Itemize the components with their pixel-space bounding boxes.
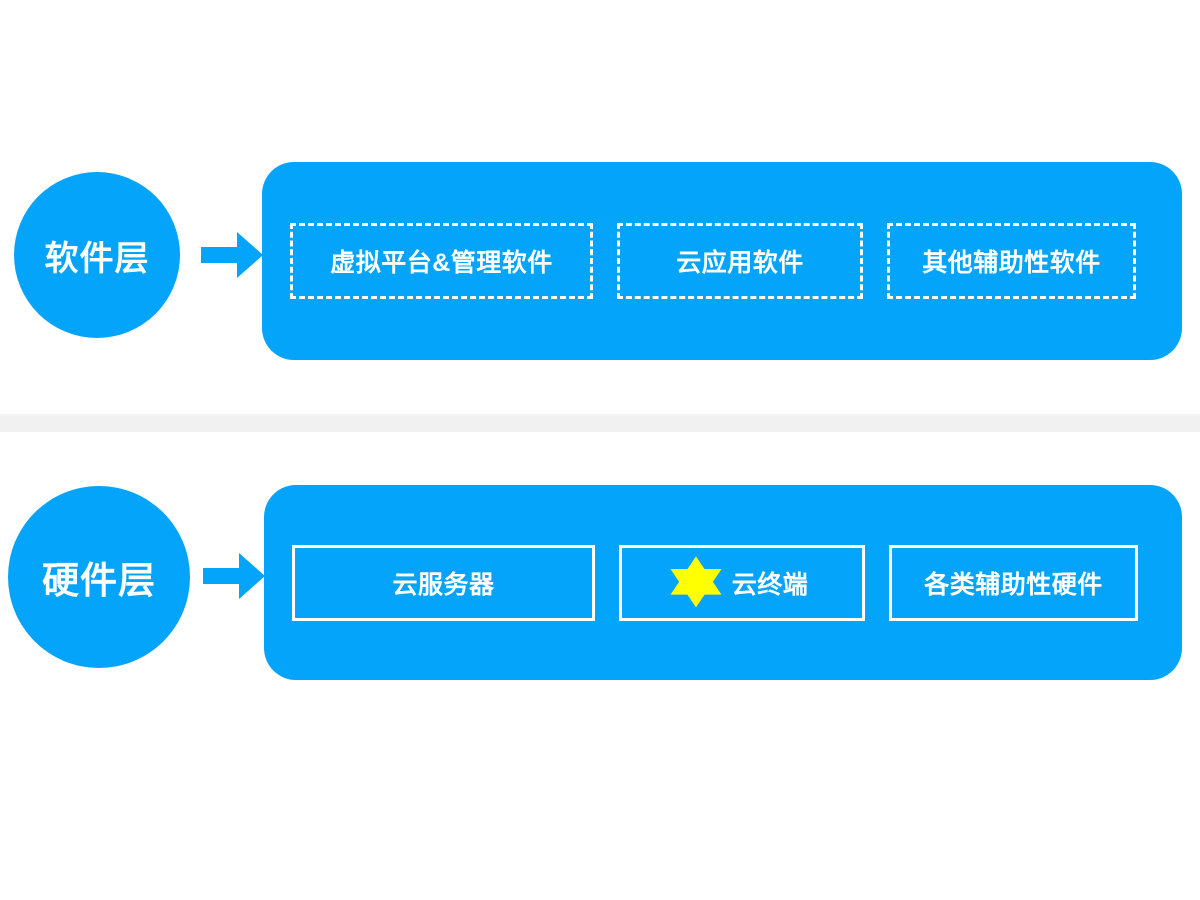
layer-panel-hardware: 云服务器 云终端 各类辅助性硬件 <box>264 485 1182 680</box>
item-label: 云应用软件 <box>676 249 804 277</box>
item-box-various-auxiliary-hardware[interactable]: 各类辅助性硬件 <box>889 544 1138 621</box>
layer-panel-items-software: 虚拟平台&管理软件 云应用软件 其他辅助性软件 <box>290 223 1154 299</box>
layer-badge-label-hardware: 硬件层 <box>42 560 156 601</box>
layer-badge-software[interactable]: 软件层 <box>14 172 180 338</box>
item-box-cloud-server[interactable]: 云服务器 <box>292 544 595 621</box>
item-label: 云服务器 <box>392 570 495 599</box>
right-arrow-icon <box>203 553 265 599</box>
item-box-cloud-application-software[interactable]: 云应用软件 <box>617 223 863 299</box>
right-arrow-icon <box>201 232 263 278</box>
layer-badge-hardware[interactable]: 硬件层 <box>8 486 190 668</box>
six-pointed-star-icon <box>670 556 722 609</box>
item-box-other-auxiliary-software[interactable]: 其他辅助性软件 <box>887 223 1136 299</box>
item-box-cloud-terminal[interactable]: 云终端 <box>619 544 865 621</box>
layer-badge-label-software: 软件层 <box>44 239 150 278</box>
item-box-virtual-platform-management-software[interactable]: 虚拟平台&管理软件 <box>290 223 593 299</box>
layer-row-software: 软件层 虚拟平台&管理软件 云应用软件 其他辅助性软件 <box>0 162 1200 362</box>
item-label: 各类辅助性硬件 <box>924 570 1103 599</box>
layer-panel-items-hardware: 云服务器 云终端 各类辅助性硬件 <box>292 544 1154 621</box>
section-divider <box>0 414 1200 432</box>
layer-panel-software: 虚拟平台&管理软件 云应用软件 其他辅助性软件 <box>262 162 1182 360</box>
item-label: 虚拟平台&管理软件 <box>330 249 553 277</box>
layer-row-hardware: 硬件层 云服务器 云终端 <box>0 485 1200 685</box>
item-label: 云终端 <box>731 570 809 599</box>
item-label: 其他辅助性软件 <box>922 249 1101 277</box>
